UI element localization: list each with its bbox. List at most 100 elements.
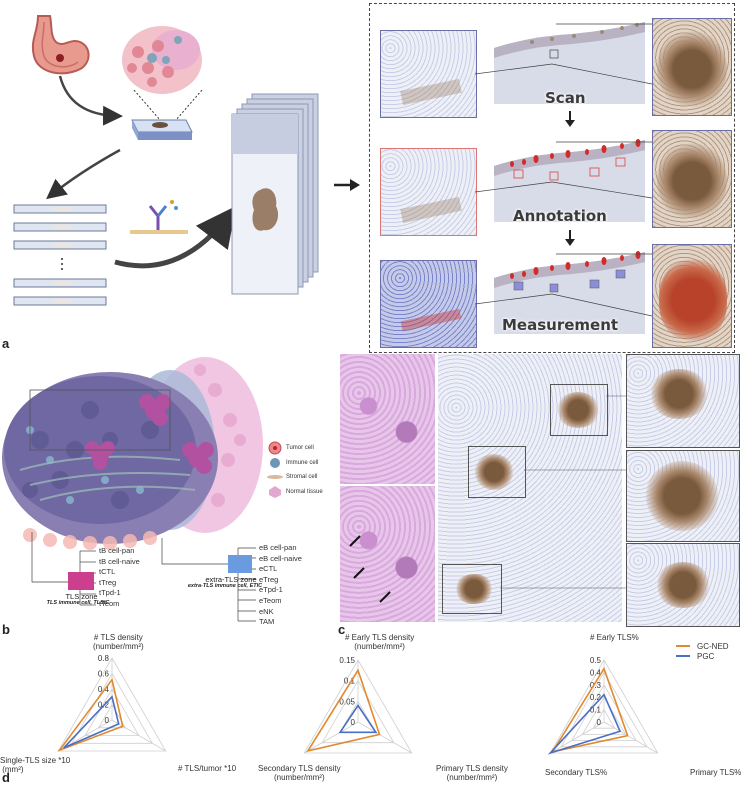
radar-legend-gcned: GC-NED bbox=[697, 642, 729, 651]
panel-a: Scan Annotation bbox=[0, 0, 741, 353]
radar-tick-label: 0.15 bbox=[339, 656, 355, 665]
radar1-axis-top-line1: # Early TLS density bbox=[345, 633, 415, 642]
radar-chart-tls-density: 00.20.40.60.8 bbox=[57, 654, 167, 752]
legend-stromal-cell: Stromal cell bbox=[286, 474, 318, 480]
radar1-axis-right-line1: Primary TLS density bbox=[436, 764, 508, 773]
radar-chart-tls-maturity-density: 0 0.05 0.1 0.15 bbox=[303, 656, 413, 754]
radar-axis-spoke bbox=[357, 721, 412, 754]
radar-grid-ring bbox=[71, 672, 153, 744]
slide-stack bbox=[12, 203, 110, 313]
extra-cell-4: eTpd-1 bbox=[259, 585, 283, 595]
radar-grid-ring bbox=[549, 659, 659, 754]
radar2-axis-top: # Early TLS% bbox=[590, 633, 639, 642]
radar-tick-label: 0.5 bbox=[590, 656, 602, 665]
extra-cell-1: eB cell-naive bbox=[259, 553, 302, 563]
tls-cell-1: tB cell-naive bbox=[99, 556, 140, 566]
extra-tls-zone-subtitle: extra-TLS immune cell, ETIC bbox=[187, 583, 263, 589]
radar-tick-label: 0.05 bbox=[339, 697, 355, 706]
radar1-axis-left-line2: (number/mm²) bbox=[273, 773, 325, 782]
ihc-zoom-1 bbox=[626, 354, 740, 448]
extra-tls-zone-cell-list: eB cell-pan eB cell-naive eCTL eTreg eTp… bbox=[259, 543, 302, 628]
zoom-leaders-c bbox=[500, 395, 626, 589]
radar-legend-pgc: PGC bbox=[697, 652, 715, 661]
tls-cell-3: tTreg bbox=[99, 577, 117, 587]
radar0-axis-right: # TLS/tumor *10 bbox=[178, 764, 237, 773]
radar-grid-ring bbox=[592, 708, 616, 729]
radar-grid-ring bbox=[303, 659, 413, 754]
radar-axis-spoke bbox=[550, 721, 605, 754]
annotation-overview bbox=[492, 136, 647, 226]
radar-legend-swatches bbox=[676, 645, 690, 657]
extra-cell-3: eTreg bbox=[259, 574, 279, 584]
legend-stromal-cell-icon bbox=[267, 475, 283, 479]
radar-tick-label: 0.4 bbox=[98, 685, 110, 694]
scan-zoom-right bbox=[652, 18, 732, 116]
radar-series-gc-ned bbox=[306, 668, 381, 753]
tls-cell-4: tTpd-1 bbox=[99, 588, 121, 598]
tumor-tissue-illustration bbox=[122, 26, 202, 94]
radar1-axis-left-line1: Secondary TLS density bbox=[258, 764, 341, 773]
step-arrow-1 bbox=[565, 111, 575, 127]
extra-tls-zone-swatch bbox=[228, 555, 252, 573]
digital-analysis-box: Scan Annotation bbox=[369, 3, 735, 353]
legend-tumor-cell: Tumor cell bbox=[286, 445, 314, 451]
radar1-axis-top-line2: (number/mm²) bbox=[354, 642, 405, 651]
workflow-arrows bbox=[46, 75, 237, 269]
tls-zone-title: TLS zone bbox=[65, 592, 98, 601]
legend-normal-tissue: Normal tissue bbox=[286, 489, 323, 495]
radar0-axis-top-line1: # TLS density bbox=[93, 633, 143, 642]
he-image-bottom bbox=[340, 486, 435, 622]
he-image-top bbox=[340, 354, 435, 484]
annotation-zoom-left bbox=[380, 148, 477, 236]
radar0-axis-top: # TLS density(number/mm²) bbox=[93, 633, 144, 651]
radar-chart-tls-maturity-percent: 00.10.20.30.40.5 bbox=[547, 656, 659, 755]
annotation-zoom-right bbox=[652, 130, 732, 228]
radar-grid-ring bbox=[321, 679, 395, 744]
step-arrow-2 bbox=[565, 230, 575, 246]
extra-cell-2: eCTL bbox=[259, 564, 278, 574]
tls-zone-swatch bbox=[68, 572, 94, 590]
tls-cell-0: tB cell-pan bbox=[99, 546, 135, 555]
radar-tick-label: 0.1 bbox=[344, 677, 356, 686]
radar2-axis-left: Secondary TLS% bbox=[545, 768, 608, 777]
radar-axis-spoke bbox=[603, 721, 658, 754]
step-measurement: Measurement bbox=[502, 316, 619, 334]
radar-axis-spoke bbox=[304, 721, 359, 754]
paraffin-block bbox=[131, 119, 193, 140]
radar1-axis-right: Primary TLS density(number/mm²) bbox=[436, 764, 508, 782]
panel-label-c: c bbox=[338, 622, 346, 637]
radar0-axis-top-line2: (number/mm²) bbox=[93, 642, 144, 651]
ihc-zoom-3 bbox=[626, 543, 740, 627]
legend-immune-cell-icon bbox=[270, 458, 280, 468]
radar-grid-ring bbox=[57, 657, 167, 752]
ihc-zoom-2 bbox=[626, 450, 740, 542]
radar0-axis-left-line2: (mm²) bbox=[0, 765, 24, 774]
step-scan: Scan bbox=[545, 89, 586, 107]
extra-cell-5: eTeom bbox=[259, 595, 282, 605]
radar-grid-ring bbox=[560, 671, 648, 748]
arrow-to-analysis bbox=[334, 179, 360, 191]
tls-cell-2: tCTL bbox=[99, 567, 116, 577]
radar-tick-label: 0.6 bbox=[98, 670, 110, 679]
stained-slide-stack bbox=[231, 93, 319, 295]
ihc-overview-image bbox=[438, 354, 622, 622]
radar-axis-spoke bbox=[111, 719, 166, 752]
scan-overview bbox=[492, 18, 647, 108]
radar1-axis-right-line2: (number/mm²) bbox=[446, 773, 498, 782]
radar-tick-label: 0 bbox=[351, 718, 356, 727]
panel-b: Tumor cell Immune cell Stromal cell Norm… bbox=[0, 350, 330, 637]
radar-tick-label: 0 bbox=[105, 716, 110, 725]
legend-tumor-cell-icon bbox=[268, 441, 282, 455]
radar1-axis-left: Secondary TLS density(number/mm²) bbox=[258, 764, 341, 782]
radar0-axis-left-line1: Single-TLS size *10 bbox=[0, 756, 71, 765]
step-annotation: Annotation bbox=[513, 207, 607, 225]
zoom-connectors bbox=[474, 23, 653, 317]
legend-normal-tissue-icon bbox=[269, 486, 281, 498]
radar-series-gc-ned bbox=[57, 677, 124, 752]
measurement-zoom-right bbox=[652, 244, 732, 348]
extra-cell-0: eB cell-pan bbox=[259, 543, 297, 552]
radar-series-pgc bbox=[63, 695, 120, 749]
radar-series-pgc bbox=[547, 693, 622, 755]
tls-zone-subtitle: TLS immune cell, TLSIC bbox=[46, 600, 110, 606]
antibody-staining-icon bbox=[130, 200, 188, 234]
